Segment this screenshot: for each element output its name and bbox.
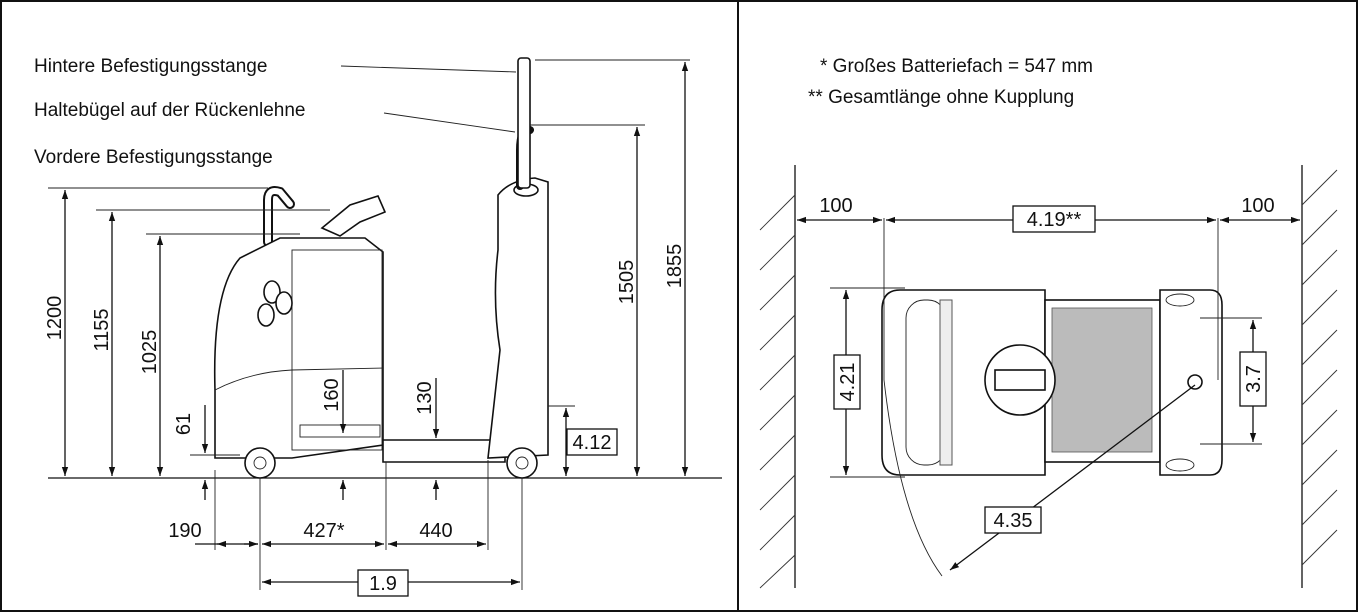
platform-floor — [382, 439, 506, 463]
dim-435: 4.35 — [994, 510, 1033, 532]
dim-421: 4.21 — [837, 363, 859, 402]
tiller-handle — [320, 195, 387, 237]
front-rail — [939, 299, 953, 466]
box-419 — [1012, 205, 1096, 233]
box-37 — [1239, 351, 1267, 407]
dim-427: 427* — [303, 520, 344, 542]
dim-130: 130 — [414, 381, 436, 414]
label-rear-bar: Hintere Befestigungsstange — [34, 56, 267, 77]
wall-left-hatching — [759, 194, 796, 589]
truck-front-body — [213, 237, 384, 459]
dim-61: 61 — [173, 413, 195, 435]
truck-side — [213, 57, 549, 479]
note-length: ** Gesamtlänge ohne Kupplung — [808, 87, 1074, 108]
dim-1505: 1505 — [616, 260, 638, 305]
box-421 — [833, 354, 861, 410]
box-19 — [357, 569, 409, 597]
dim-412: 4.12 — [573, 432, 612, 454]
dim-419: 4.19** — [1027, 209, 1082, 231]
dim-19: 1.9 — [369, 573, 397, 595]
rear-tower — [487, 177, 549, 459]
note-battery: * Großes Batteriefach = 547 mm — [820, 56, 1093, 77]
top-view: * Großes Batteriefach = 547 mm ** Gesamt… — [759, 56, 1338, 589]
leader-backrest-handle — [383, 112, 516, 133]
truck-top — [881, 289, 1223, 476]
vent-1 — [263, 280, 281, 304]
rear-handle-bottom — [1165, 458, 1195, 472]
dim-160: 160 — [321, 378, 343, 411]
steering-hub — [994, 369, 1046, 391]
dim-1155: 1155 — [91, 308, 113, 351]
label-front-bar: Vordere Befestigungsstange — [34, 147, 273, 168]
dim-clear-left: 100 — [819, 195, 852, 217]
dim-1855: 1855 — [664, 244, 686, 289]
dim-37: 3.7 — [1243, 365, 1265, 393]
turning-arc — [883, 379, 943, 577]
box-435 — [984, 506, 1042, 534]
vent-3 — [275, 291, 293, 315]
label-backrest-handle: Haltebügel auf der Rückenlehne — [34, 100, 305, 121]
front-wheel — [244, 447, 276, 479]
leader-rear-bar — [340, 65, 517, 73]
rear-wheel — [506, 447, 538, 479]
dim-1025: 1025 — [139, 330, 161, 375]
rear-bar-top — [1187, 374, 1203, 390]
dim-clear-right: 100 — [1241, 195, 1274, 217]
wall-right-hatching — [1301, 169, 1338, 566]
platform-grip — [1051, 307, 1153, 453]
rear-bar-shape — [517, 57, 531, 189]
rear-handle-top — [1165, 293, 1195, 307]
dim-190: 190 — [168, 520, 201, 542]
vent-2 — [257, 303, 275, 327]
side-view: Hintere Befestigungsstange Haltebügel au… — [34, 56, 722, 597]
battery-door — [291, 249, 383, 451]
dim-1200: 1200 — [44, 296, 66, 341]
box-412 — [566, 428, 618, 456]
dim-440: 440 — [419, 520, 452, 542]
dim-line-435 — [949, 384, 1196, 571]
